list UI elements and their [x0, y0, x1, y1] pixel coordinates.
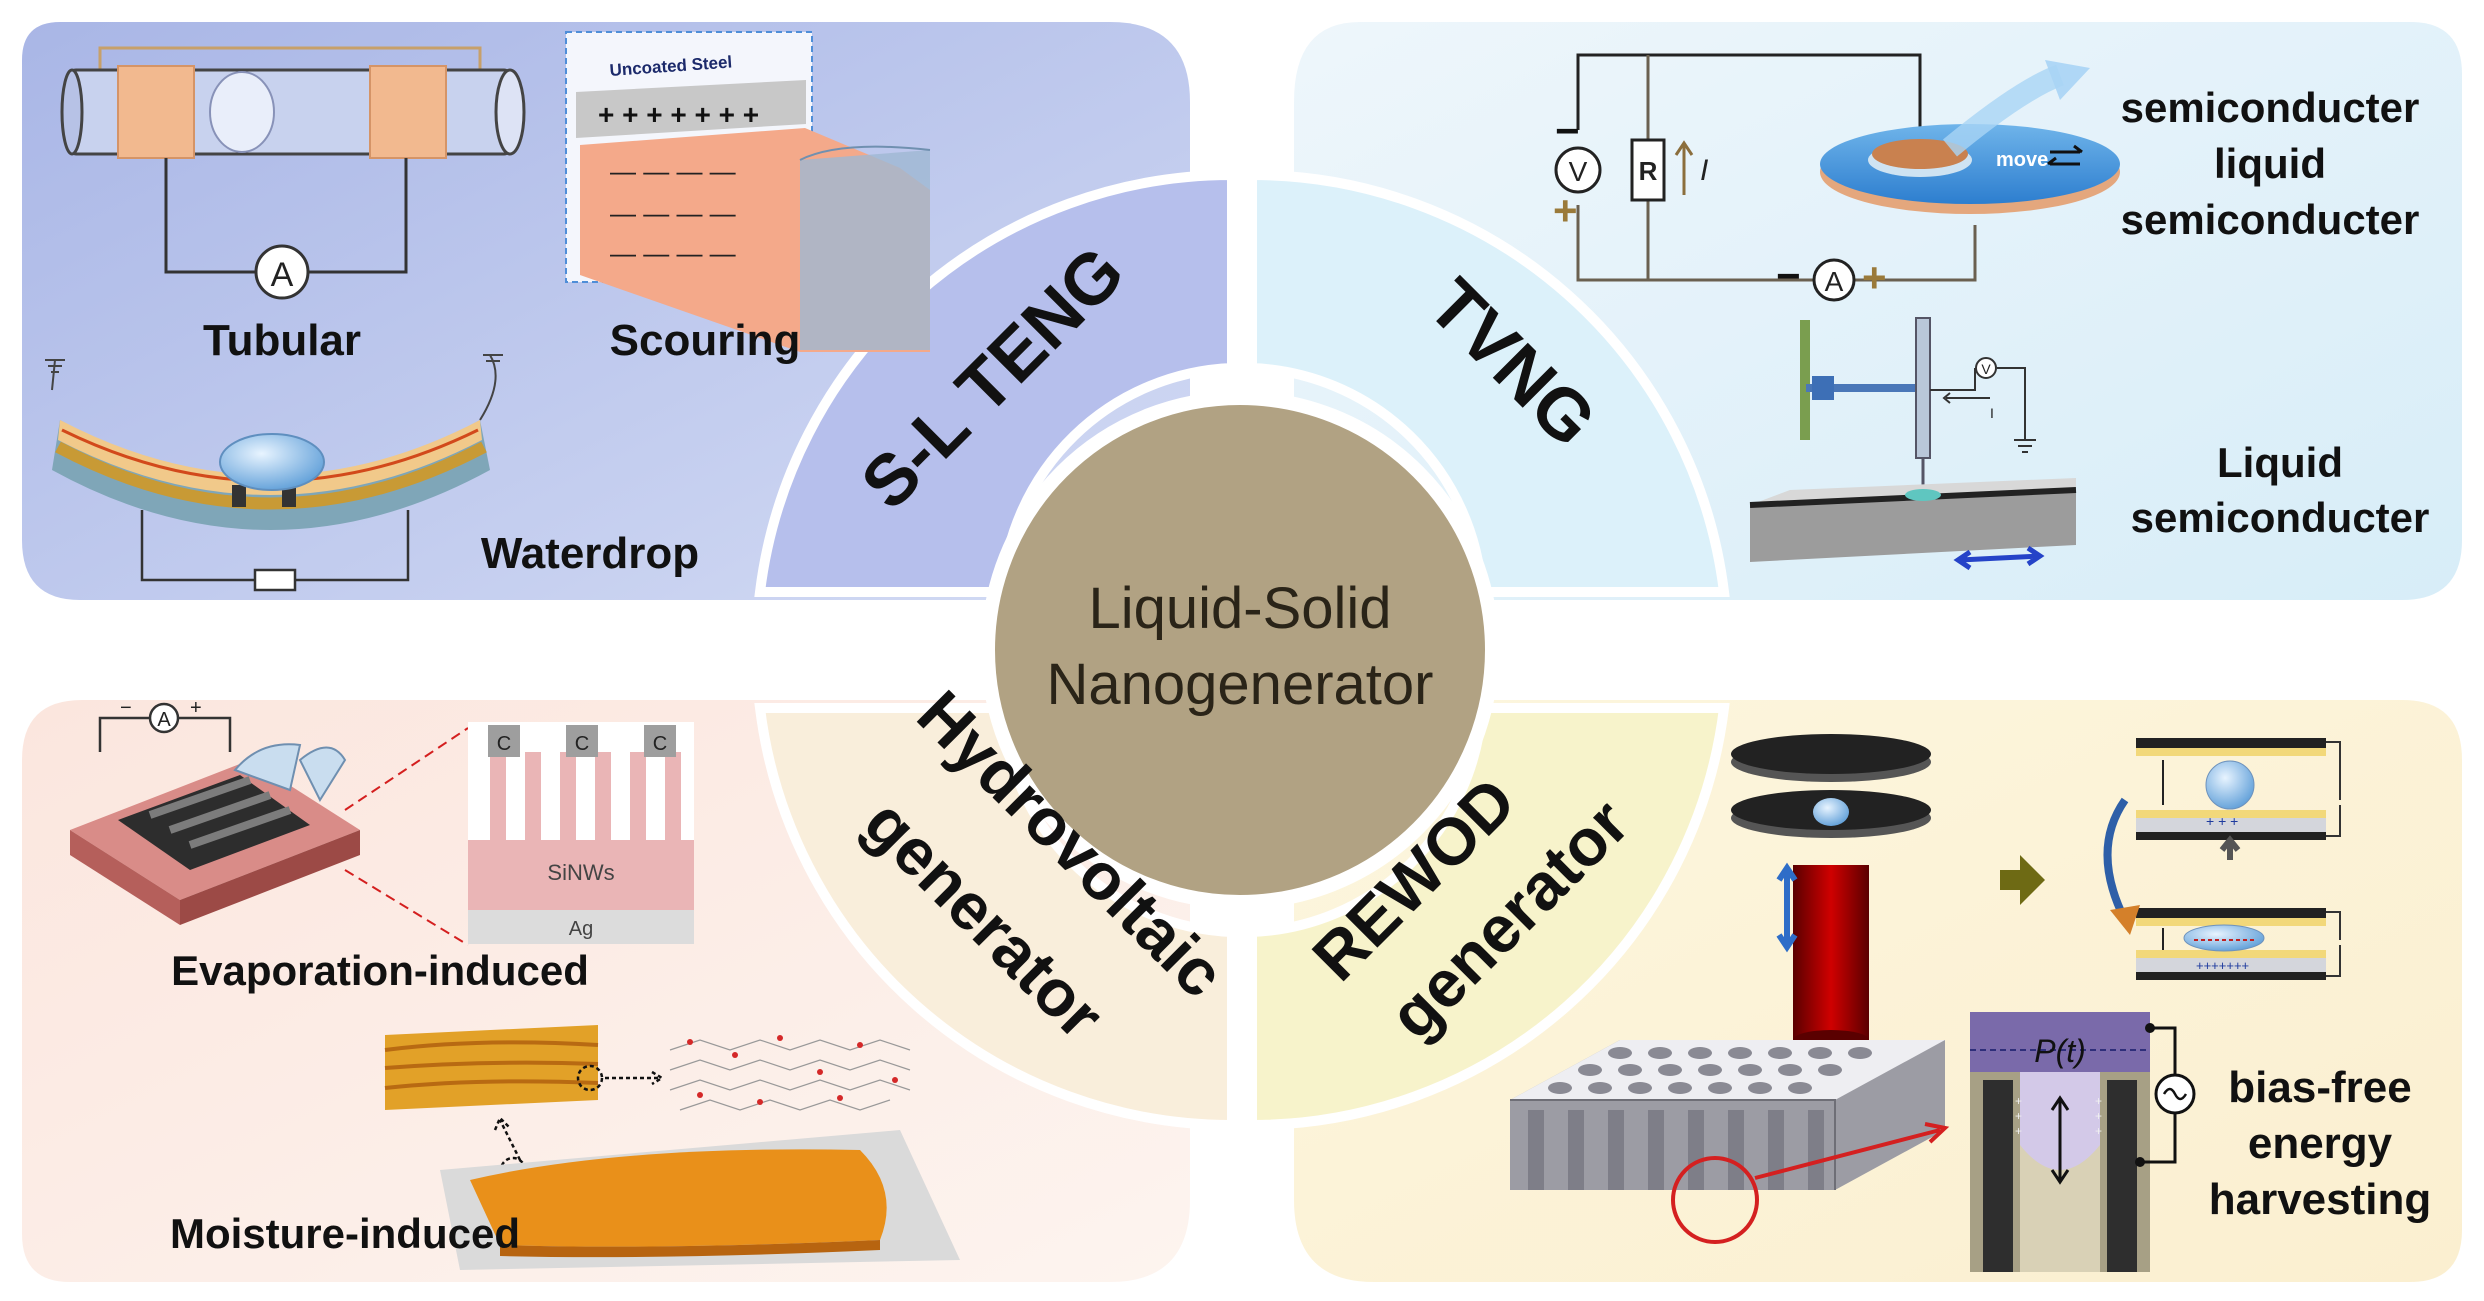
label-harvesting: harvesting — [2209, 1175, 2432, 1224]
moisture-device — [384, 1025, 960, 1270]
tvng-disk: move — [1820, 60, 2120, 214]
tvng-resistor-label: R — [1639, 156, 1658, 186]
label-evaporation-induced: Evaporation-induced — [171, 947, 589, 994]
sinws-label: SiNWs — [547, 860, 614, 885]
label-liquid: liquid — [2214, 140, 2326, 187]
arc-band-top-right — [1247, 169, 1730, 597]
svg-text:+: + — [1862, 254, 1887, 301]
hydro-plus: + — [190, 697, 202, 719]
svg-text:+ + + + + + +: + + + + + + + — [598, 99, 759, 130]
tvng-probe-setup: V I — [1749, 317, 2077, 571]
label-scouring: Scouring — [610, 316, 801, 365]
label-moisture-induced: Moisture-induced — [170, 1210, 520, 1257]
label-semiconducter-2: semiconducter — [2131, 494, 2430, 541]
label-semiconducter-top: semiconducter — [2121, 84, 2420, 131]
svg-text:+ + +: + + + — [2206, 813, 2238, 829]
svg-text:+: + — [1553, 187, 1578, 234]
evaporation-device: A − + — [70, 697, 469, 946]
hydro-ammeter-label: A — [157, 709, 171, 731]
pore-zoom: P(t) +++ +++ — [1970, 1012, 2196, 1272]
tubular-ammeter-label: A — [271, 256, 294, 294]
sinws-c-1: C — [497, 733, 511, 755]
rewod-curved-arrows — [2103, 797, 2140, 935]
rewod-cell-bottom: +++++++ — [2136, 908, 2341, 980]
label-liquid-2: Liquid — [2217, 439, 2343, 486]
arc-band-bottom-right — [1247, 703, 1730, 1131]
tvng-current-label: I — [1700, 154, 1708, 187]
svg-text:+: + — [2095, 1109, 2102, 1123]
sinws-structure: C C C SiNWs Ag — [468, 722, 694, 944]
arc-band-bottom-left — [754, 703, 1237, 1131]
porous-structure — [1510, 1040, 1950, 1244]
tvng-small-i: I — [1990, 405, 1994, 421]
center-title-line1: Liquid-Solid — [1088, 576, 1391, 641]
svg-text:+: + — [2095, 1124, 2102, 1138]
rewod-arrow — [2000, 855, 2045, 905]
tvng-voltmeter-label: V — [1569, 156, 1588, 187]
sinws-c-2: C — [575, 733, 589, 755]
scouring-illustration: Uncoated Steel + + + + + + + — — — — — —… — [565, 31, 931, 352]
tvng-move-label: move — [1996, 149, 2048, 171]
center-circle — [981, 391, 1499, 909]
svg-text:— — — —: — — — — — [610, 156, 736, 186]
svg-text:+: + — [2015, 1094, 2022, 1108]
svg-text:— — — —: — — — — — [610, 238, 736, 268]
arc-band-top-left — [754, 169, 1237, 597]
tvng-circuit: V R I − + A − + — [1553, 53, 1977, 302]
waterdrop-illustration — [45, 354, 503, 592]
ag-label: Ag — [569, 918, 593, 940]
label-tubular: Tubular — [203, 316, 361, 365]
tvng-ammeter-label: A — [1825, 266, 1844, 297]
center-title-line2: Nanogenerator — [1047, 652, 1434, 717]
svg-text:+: + — [2015, 1109, 2022, 1123]
label-waterdrop: Waterdrop — [481, 529, 699, 578]
svg-text:+: + — [2015, 1124, 2022, 1138]
label-bias-free: bias-free — [2228, 1063, 2411, 1112]
svg-text:−: − — [1555, 107, 1580, 154]
svg-text:+++++++: +++++++ — [2196, 958, 2249, 973]
label-semiconducter-bottom: semiconducter — [2121, 196, 2420, 243]
pt-label: P(t) — [2034, 1033, 2086, 1069]
rewod-cell-top: + + + — [2136, 738, 2341, 860]
svg-text:— — — —: — — — — — [610, 198, 736, 228]
svg-text:−: − — [1776, 252, 1801, 299]
tvng-small-v: V — [1981, 361, 1991, 377]
sinws-c-3: C — [653, 733, 667, 755]
label-energy: energy — [2248, 1119, 2393, 1168]
tubular-illustration: A — [60, 46, 526, 300]
hydro-minus: − — [120, 697, 132, 719]
svg-text:+: + — [2095, 1094, 2102, 1108]
